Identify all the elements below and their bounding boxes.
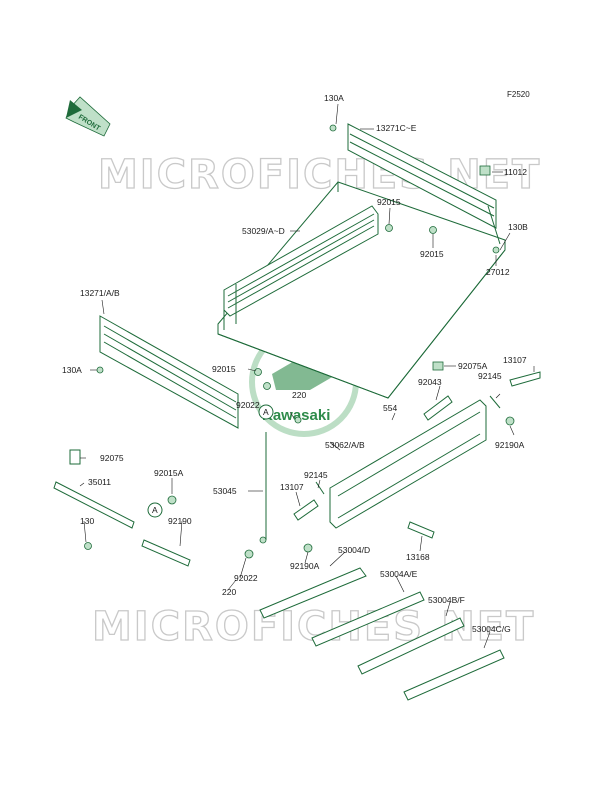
label-92190: 92190 <box>168 516 192 526</box>
label-13107-m: 13107 <box>280 482 304 492</box>
right-side-panel <box>347 123 501 245</box>
label-92015-a: 92015 <box>377 197 401 207</box>
label-11012: 11012 <box>504 167 527 177</box>
hardware <box>53 124 541 567</box>
label-92015-b: 92015 <box>420 249 444 259</box>
label-92022-b: 92022 <box>234 573 258 583</box>
label-92015-mid: 92015 <box>212 364 236 374</box>
label-130a-top: 130A <box>324 93 344 103</box>
label-130b: 130B <box>508 222 528 232</box>
label-13271-a-b: 13271/A/B <box>80 288 120 298</box>
figure-code: F2520 <box>507 90 530 99</box>
label-220-b: 220 <box>222 587 236 597</box>
marker-a-left: A <box>152 505 158 515</box>
label-53004a-e: 53004A/E <box>380 569 418 579</box>
label-92145-m: 92145 <box>304 470 328 480</box>
front-panel <box>223 205 379 330</box>
label-92190a-r: 92190A <box>495 440 525 450</box>
label-92015a: 92015A <box>154 468 184 478</box>
label-92075: 92075 <box>100 453 124 463</box>
label-13271c-e: 13271C~E <box>376 123 417 133</box>
label-13107-r: 13107 <box>503 355 527 365</box>
marker-a-mid: A <box>263 407 269 417</box>
label-554: 554 <box>383 403 397 413</box>
label-92190a-m: 92190A <box>290 561 320 571</box>
front-arrow-icon: FRONT <box>65 96 111 137</box>
label-13168: 13168 <box>406 552 430 562</box>
label-27012: 27012 <box>486 267 510 277</box>
label-53004-d: 53004/D <box>338 545 370 555</box>
label-220-mid: 220 <box>292 390 306 400</box>
watermark-bottom: MICROFICHES.NET <box>92 604 535 650</box>
label-53004c-g: 53004C/G <box>472 624 511 634</box>
leader-lines <box>79 103 535 649</box>
cap-11012 <box>479 165 491 176</box>
label-130a-left: 130A <box>62 365 82 375</box>
part-labels: 130A 13271C~E 11012 92015 92015 130B 270… <box>62 93 528 634</box>
label-130: 130 <box>80 516 94 526</box>
label-92075a: 92075A <box>458 361 488 371</box>
label-92145-r: 92145 <box>478 371 502 381</box>
tailgate <box>329 399 487 529</box>
label-53004b-f: 53004B/F <box>428 595 465 605</box>
label-92022-mid: 92022 <box>236 400 260 410</box>
label-35011: 35011 <box>88 477 111 487</box>
label-53062: 53062/A/B <box>325 440 365 450</box>
floor-mats <box>259 567 505 701</box>
logo-text: Kawasaki <box>262 407 330 424</box>
left-side-panel <box>99 315 239 429</box>
label-92043: 92043 <box>418 377 442 387</box>
label-53045: 53045 <box>213 486 237 496</box>
label-53029: 53029/A~D <box>242 226 285 236</box>
